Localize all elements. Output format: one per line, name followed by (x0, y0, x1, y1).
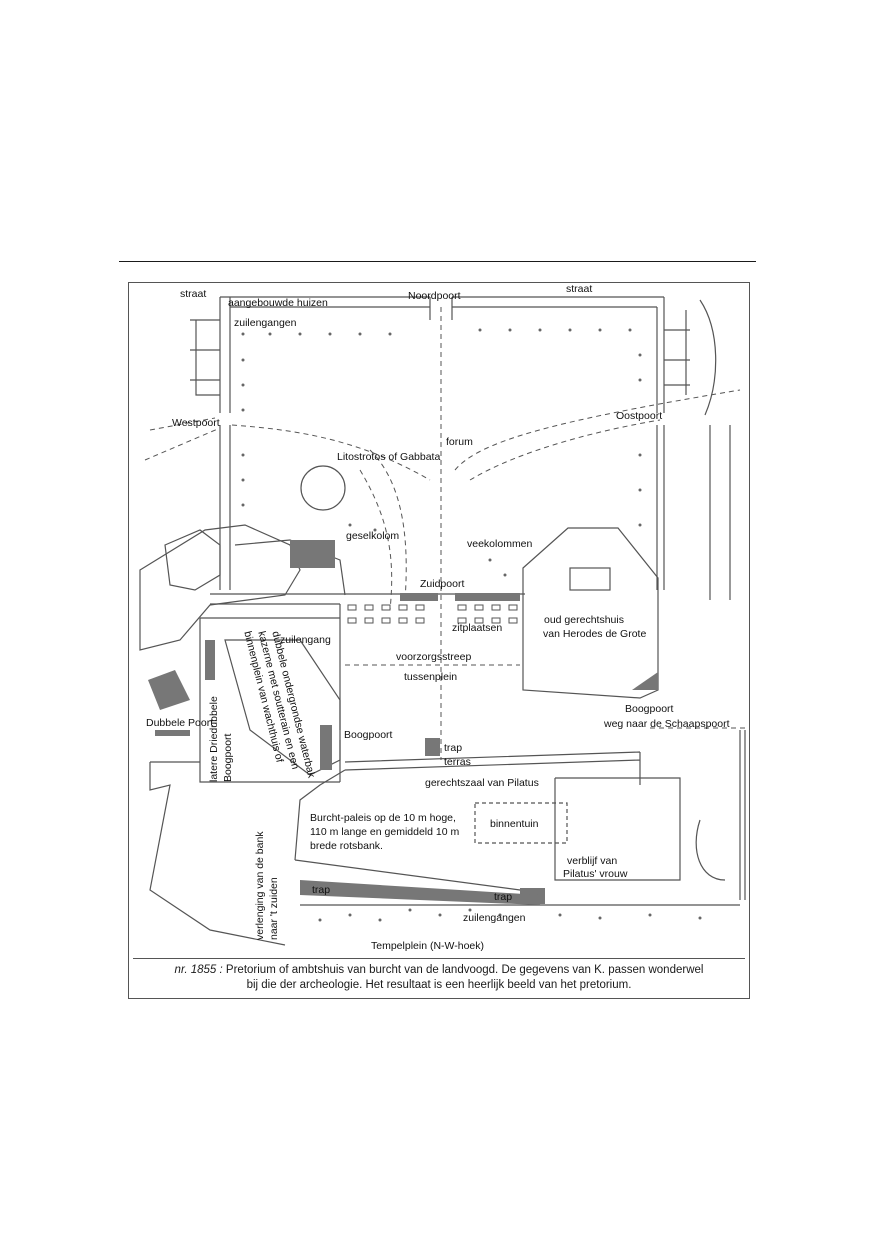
west-complex (139, 524, 301, 651)
label-trap-2: trap (312, 884, 331, 896)
label-verlenging-1: verlenging van de bank (254, 831, 266, 940)
dark-walls (148, 540, 658, 905)
label-geselkolom: geselkolom (346, 530, 400, 542)
label-burcht-2: 110 m lange en gemiddeld 10 m (310, 826, 460, 838)
label-zuilengangen-s: zuilengangen (463, 912, 526, 924)
terrace (344, 751, 641, 785)
label-dubbele-poort: Dubbele Poort (146, 717, 214, 729)
houses-nw (190, 319, 220, 396)
label-tussenplein: tussenplein (404, 671, 458, 683)
header-rule (119, 261, 756, 262)
label-verblijf-1: verblijf van (567, 855, 618, 867)
east-wall (656, 425, 665, 590)
label-oostpoort: Oostpoort (616, 410, 663, 422)
label-straat-w: straat (180, 288, 207, 300)
label-zitplaatsen: zitplaatsen (452, 622, 503, 634)
figure-caption: nr. 1855 : Pretorium of ambtshuis van bu… (133, 958, 745, 995)
label-straat-e: straat (566, 283, 593, 295)
herodes-building (522, 527, 659, 699)
label-burcht-1: Burcht-paleis op de 10 m hoge, (310, 812, 456, 824)
label-trap-1: trap (444, 742, 463, 754)
label-latere-2: Boogpoort (222, 733, 234, 782)
houses-ne (664, 310, 690, 395)
label-weg-schaapspoort: weg naar de Schaapspoort (604, 718, 730, 730)
label-verlenging-2: naar 't zuiden (268, 877, 280, 940)
label-tempelplein: Tempelplein (N-W-hoek) (371, 940, 485, 952)
street-e (699, 299, 731, 600)
label-westpoort: Westpoort (172, 417, 220, 429)
label-zuilengangen-n: zuilengangen (234, 317, 297, 329)
label-burcht-3: brede rotsbank. (310, 840, 383, 852)
label-zuidpoort: Zuidpoort (420, 578, 465, 590)
seats (347, 604, 518, 624)
caption-line-2: bij die der archeologie. Het resultaat i… (246, 979, 632, 991)
label-boogpoort-c: Boogpoort (344, 729, 393, 741)
label-terras: terras (444, 756, 471, 768)
label-forum: forum (446, 436, 473, 448)
label-aangebouwde-huizen: aangebouwde huizen (228, 297, 328, 309)
label-veekolommen: veekolommen (467, 538, 533, 550)
caption-number: nr. 1855 : (174, 964, 223, 976)
label-noordpoort: Noordpoort (408, 290, 461, 302)
binnentuin-rect (474, 802, 568, 844)
label-verblijf-2: Pilatus' vrouw (563, 868, 628, 880)
label-binnentuin: binnentuin (490, 818, 539, 830)
label-voorzorgsstreep: voorzorgsstreep (396, 651, 472, 663)
label-oud-gerechtshuis-2: van Herodes de Grote (543, 628, 647, 640)
litostrotos-circle (300, 465, 346, 511)
figure-frame (128, 282, 750, 999)
west-wall (219, 425, 231, 590)
label-oud-gerechtshuis-1: oud gerechtshuis (544, 614, 624, 626)
caption-line-1: Pretorium of ambtshuis van burcht van de… (225, 964, 704, 976)
west-wedge (149, 761, 346, 946)
label-litostrotos: Litostrotos of Gabbata (337, 451, 441, 463)
label-boogpoort-e: Boogpoort (625, 703, 674, 715)
label-trap-3: trap (494, 891, 513, 903)
colonnade-dots (241, 328, 702, 922)
north-wall (219, 296, 665, 413)
label-gerechtszaal: gerechtszaal van Pilatus (425, 777, 539, 789)
label-zuilengang: zuilengang (280, 634, 331, 646)
label-latere-1: latere Driedubbele (208, 696, 220, 782)
